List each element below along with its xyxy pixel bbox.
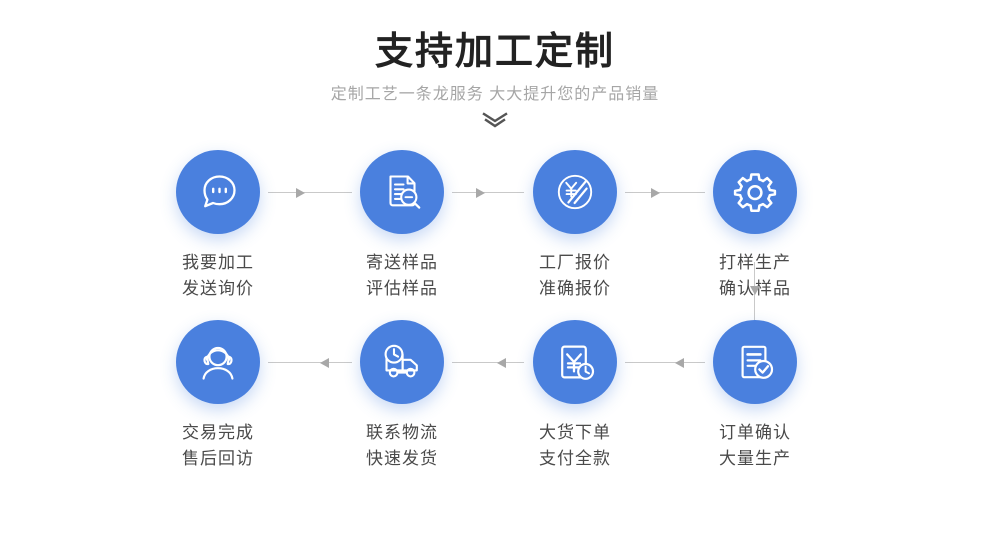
gear-icon <box>732 169 778 215</box>
step-1-circle <box>176 150 260 234</box>
document-check-icon <box>732 339 778 385</box>
step-7-label: 联系物流 快速发货 <box>366 423 438 468</box>
step-6-label: 大货下单 支付全款 <box>539 423 611 468</box>
yuan-invoice-clock-icon <box>552 339 598 385</box>
step-6-circle <box>533 320 617 404</box>
step-3-label: 工厂报价 准确报价 <box>539 253 611 298</box>
process-step-6[interactable]: 大货下单 支付全款 <box>495 320 655 472</box>
step-8-label: 交易完成 售后回访 <box>182 423 254 468</box>
process-row-1: 我要加工 发送询价 <box>0 150 990 330</box>
page-title: 支持加工定制 <box>374 31 615 73</box>
process-step-2[interactable]: 寄送样品 评估样品 <box>322 150 482 302</box>
process-step-7[interactable]: 联系物流 快速发货 <box>322 320 482 472</box>
step-2-circle <box>360 150 444 234</box>
process-step-5[interactable]: 订单确认 大量生产 <box>675 320 835 472</box>
process-row-2: 交易完成 售后回访 <box>0 320 990 500</box>
headset-support-icon <box>195 339 241 385</box>
step-7-circle <box>360 320 444 404</box>
double-chevron-down-icon <box>0 110 990 130</box>
document-magnifier-icon <box>379 169 425 215</box>
connector-step8-step7 <box>625 356 705 370</box>
step-4-circle <box>713 150 797 234</box>
page-subtitle: 定制工艺一条龙服务 大大提升您的产品销量 <box>330 86 660 103</box>
connector-step3-step4 <box>625 186 705 200</box>
process-step-3[interactable]: 工厂报价 准确报价 <box>495 150 655 302</box>
yuan-discount-circle-icon <box>552 169 598 215</box>
process-step-8[interactable]: 交易完成 售后回访 <box>138 320 298 472</box>
step-5-label: 订单确认 大量生产 <box>719 423 791 468</box>
chat-bubble-dots-icon <box>195 169 241 215</box>
step-3-circle <box>533 150 617 234</box>
connector-step2-step3 <box>452 186 524 200</box>
delivery-truck-clock-icon <box>379 339 425 385</box>
connector-step6-step5 <box>268 356 352 370</box>
connector-step1-step2 <box>268 186 352 200</box>
header: 支持加工定制 定制工艺一条龙服务 大大提升您的产品销量 <box>0 28 990 130</box>
connector-step7-step6 <box>452 356 524 370</box>
process-step-1[interactable]: 我要加工 发送询价 <box>138 150 298 302</box>
connector-row1-row2 <box>748 262 762 328</box>
step-1-label: 我要加工 发送询价 <box>182 253 254 298</box>
step-5-circle <box>713 320 797 404</box>
step-2-label: 寄送样品 评估样品 <box>366 253 438 298</box>
step-8-circle <box>176 320 260 404</box>
